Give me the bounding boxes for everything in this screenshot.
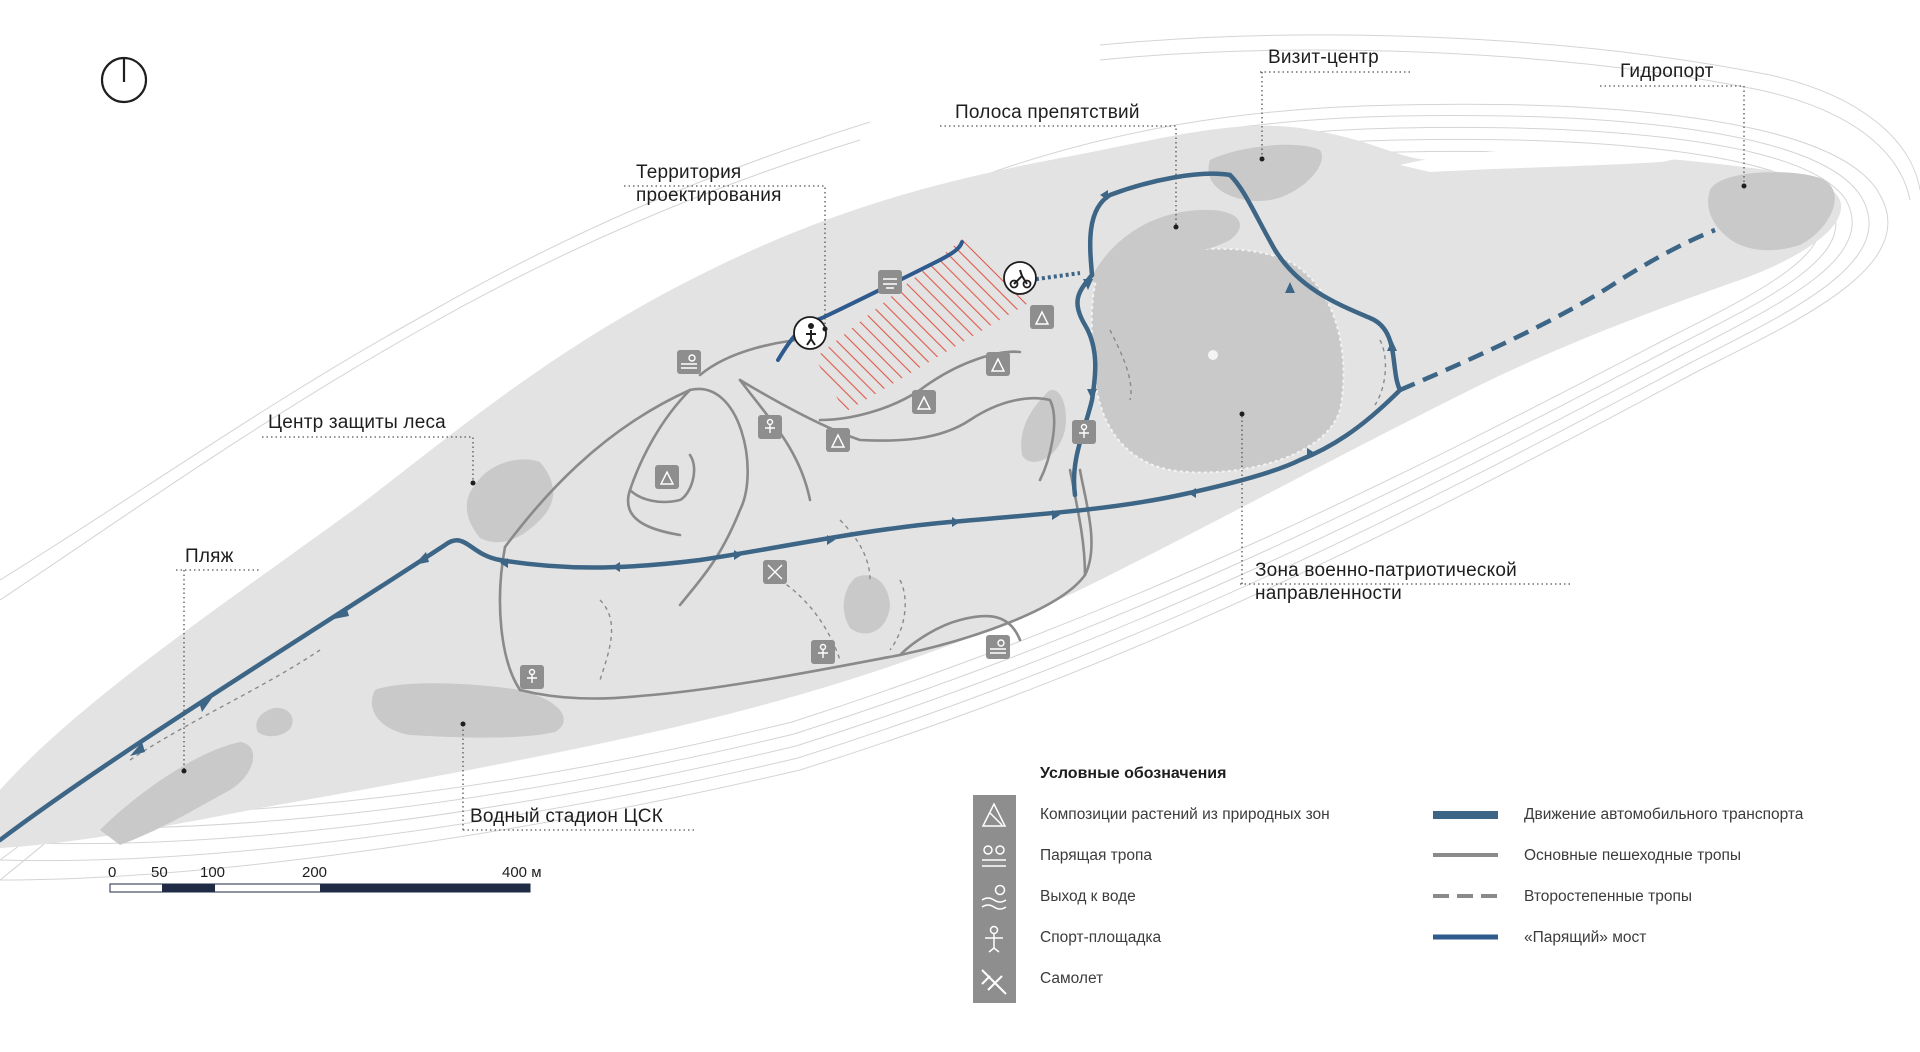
map-poi-icons (520, 261, 1218, 689)
bridge-extension (1029, 271, 1081, 282)
road-arrow (1100, 190, 1108, 200)
loop-road-west (1071, 272, 1098, 498)
loop-road-north (1088, 171, 1233, 278)
scooter-marker-icon (1003, 261, 1037, 295)
label-beach: Пляж (185, 546, 234, 567)
road-arrow (414, 552, 429, 565)
road-arrow (734, 550, 742, 560)
sports-ground-icon (758, 415, 782, 439)
legend-icon-strip (973, 795, 1016, 1003)
airplane-icon (763, 560, 787, 584)
road-arrow (952, 517, 960, 527)
sports-ground-icon (811, 640, 835, 664)
plant-composition-icon (1030, 305, 1054, 329)
callouts: Визит-центр Гидропорт Полоса препятствий… (176, 47, 1747, 831)
label-forest-center: Центр защиты леса (268, 412, 446, 433)
label-hydroport: Гидропорт (1620, 61, 1714, 82)
small-zone-3 (256, 707, 293, 737)
airplane-icon (981, 969, 1007, 995)
plant-composition-icon (826, 428, 850, 452)
legend-line-label: Второстепенные тропы (1524, 888, 1692, 905)
road-arrow (1052, 510, 1060, 520)
beach-zone (100, 742, 254, 845)
road-arrow (500, 558, 508, 568)
road-arrow (612, 562, 620, 572)
road-arrow (130, 742, 145, 756)
legend-line-label: Основные пешеходные тропы (1524, 847, 1741, 864)
obstacle-course-zone (1090, 209, 1240, 285)
road-arrow (1387, 340, 1397, 351)
person-marker-icon (793, 316, 827, 350)
visit-center-zone (1208, 144, 1322, 201)
label-design-territory-1: Территория (636, 162, 741, 183)
small-zone-2 (843, 575, 890, 634)
plant-composition-icon (981, 802, 1007, 827)
legend: Условные обозначения Композиции растений… (973, 765, 1804, 1003)
water-access-icon (677, 350, 701, 374)
road-arrow (1285, 282, 1295, 293)
floating-trail-icon (982, 845, 1006, 867)
legend-icon-label: Композиции растений из природных зон (1040, 806, 1330, 823)
legend-title: Условные обозначения (1040, 765, 1226, 782)
sports-ground-icon (985, 925, 1003, 953)
dashed-road-hydroport (1399, 227, 1716, 393)
main-walk-trails (498, 336, 1093, 700)
water-stadium-zone (371, 683, 564, 738)
secondary-trails (129, 329, 1387, 761)
water-access-icon (981, 884, 1007, 910)
label-military-zone-1: Зона военно-патриотической (1255, 560, 1517, 581)
legend-icon-label: Парящая тропа (1040, 847, 1152, 864)
scale-bar: 0 50 100 200 400 м (108, 864, 542, 893)
north-arrow-icon (100, 56, 148, 104)
legend-line-label: Движение автомобильного транспорта (1524, 806, 1804, 823)
road-arrow (1087, 389, 1097, 400)
label-water-stadium: Водный стадион ЦСК (470, 806, 663, 827)
sports-ground-icon (520, 665, 544, 689)
label-obstacle-course: Полоса препятствий (955, 102, 1140, 123)
legend-icon-label: Самолет (1040, 970, 1103, 987)
road-arrow (199, 698, 212, 712)
label-visit-center: Визит-центр (1268, 47, 1379, 68)
label-military-zone-2: направленности (1255, 583, 1402, 604)
plant-composition-icon (912, 390, 936, 414)
scale-tick-label: 0 (108, 864, 116, 881)
scale-tick-label: 400 м (502, 864, 542, 881)
road-arrows (130, 190, 1397, 756)
label-design-territory-2: проектирования (636, 185, 782, 206)
hydroport-zone (1708, 172, 1835, 251)
road-arrow (1307, 448, 1315, 458)
scale-tick-label: 100 (200, 864, 225, 881)
legend-icon-label: Выход к воде (1040, 888, 1136, 905)
plant-composition-icon (986, 352, 1010, 376)
plant-composition-icon (655, 465, 679, 489)
road-arrow (334, 606, 349, 619)
legend-line-label: «Парящий» мост (1524, 929, 1646, 946)
scale-tick-label: 50 (151, 864, 168, 881)
road-arrow (1083, 279, 1093, 290)
floating-trail-icon (878, 270, 902, 294)
road-arrow (827, 535, 835, 545)
scale-tick-label: 200 (302, 864, 327, 881)
small-zone-1 (1021, 389, 1066, 462)
legend-icon-label: Спорт-площадка (1040, 929, 1162, 946)
design-territory-hatch (815, 237, 1030, 412)
water-access-icon (986, 635, 1010, 659)
forest-center-zone (466, 459, 554, 543)
sports-ground-icon (1072, 420, 1096, 444)
star-icon (1208, 350, 1218, 360)
road-arrow (1188, 488, 1196, 498)
zones (100, 144, 1835, 845)
island (0, 125, 1842, 849)
